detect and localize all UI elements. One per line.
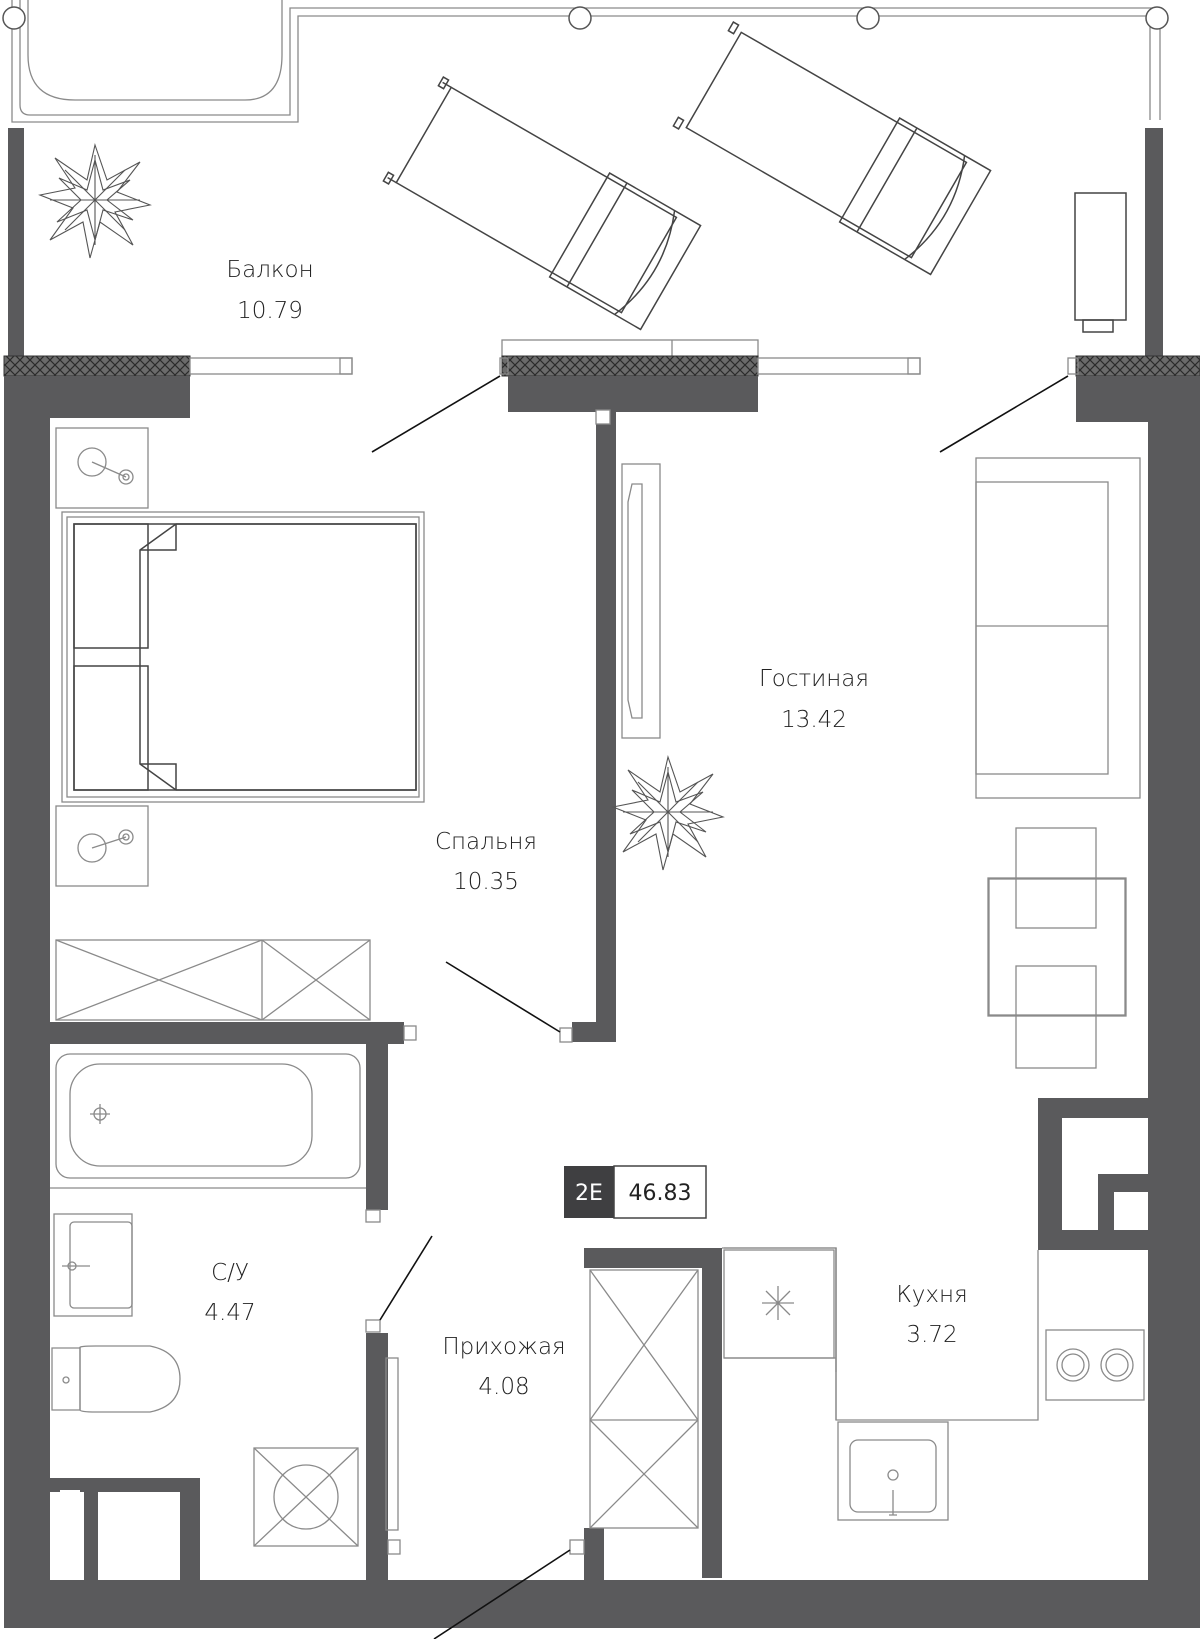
balcony-side-table xyxy=(1074,192,1127,333)
tv-stand xyxy=(621,463,661,739)
wall-hatched xyxy=(3,355,191,377)
kitchen-counter xyxy=(722,1247,1039,1421)
bathtub xyxy=(50,1053,366,1189)
dining-table xyxy=(987,827,1127,1069)
walls xyxy=(4,376,1200,1628)
balcony-wall-right xyxy=(1145,128,1163,356)
balcony-area: 10.79 xyxy=(237,298,303,324)
bathroom-area: 4.47 xyxy=(204,1300,255,1326)
door-jamb xyxy=(499,357,509,375)
sun-lounger xyxy=(672,21,992,276)
double-bed xyxy=(61,511,425,803)
plant-icon xyxy=(38,142,152,259)
sliding-door xyxy=(501,339,759,359)
door-swings xyxy=(371,375,1069,1639)
sliding-door-panel xyxy=(385,1357,399,1531)
sofa xyxy=(975,457,1141,799)
railing-post xyxy=(568,6,592,30)
nightstand xyxy=(55,427,149,509)
living-area: 13.42 xyxy=(781,707,847,733)
kitchen-name: Кухня xyxy=(896,1282,967,1308)
hall-name: Прихожая xyxy=(442,1334,565,1360)
railing-post xyxy=(1145,6,1169,30)
kitchen-area: 3.72 xyxy=(906,1322,957,1348)
hall-area: 4.08 xyxy=(478,1374,529,1400)
railing-post xyxy=(2,6,26,30)
nightstand xyxy=(55,805,149,887)
window-frame xyxy=(339,357,353,375)
balcony-railing xyxy=(2,0,1169,123)
hall-wardrobe xyxy=(589,1269,699,1529)
washbasin xyxy=(53,1213,133,1317)
balcony-name: Балкон xyxy=(226,257,313,283)
sun-lounger xyxy=(382,76,702,331)
kitchen-sink xyxy=(837,1421,949,1521)
door-jambs xyxy=(365,409,611,1555)
bedroom-area: 10.35 xyxy=(453,869,519,895)
toilet xyxy=(51,1345,181,1413)
wall-hatched xyxy=(1075,355,1200,377)
wall-hatched xyxy=(501,355,759,377)
railing-post xyxy=(856,6,880,30)
window xyxy=(189,357,353,375)
apartment-type: 2E xyxy=(575,1181,603,1206)
washing-machine xyxy=(253,1447,359,1547)
bathroom-name: С/У xyxy=(211,1260,249,1286)
door-jamb xyxy=(1067,357,1079,375)
living-name: Гостиная xyxy=(759,666,869,692)
cooktop xyxy=(1045,1329,1145,1401)
apartment-badge: 2E 46.83 xyxy=(564,1165,707,1219)
bedroom-name: Спальня xyxy=(435,829,537,855)
wardrobe xyxy=(55,939,371,1021)
balcony-wall-left xyxy=(8,128,24,356)
plant-icon xyxy=(611,754,725,871)
apartment-total-area: 46.83 xyxy=(629,1181,692,1206)
window xyxy=(757,357,921,375)
window-frame xyxy=(907,357,921,375)
